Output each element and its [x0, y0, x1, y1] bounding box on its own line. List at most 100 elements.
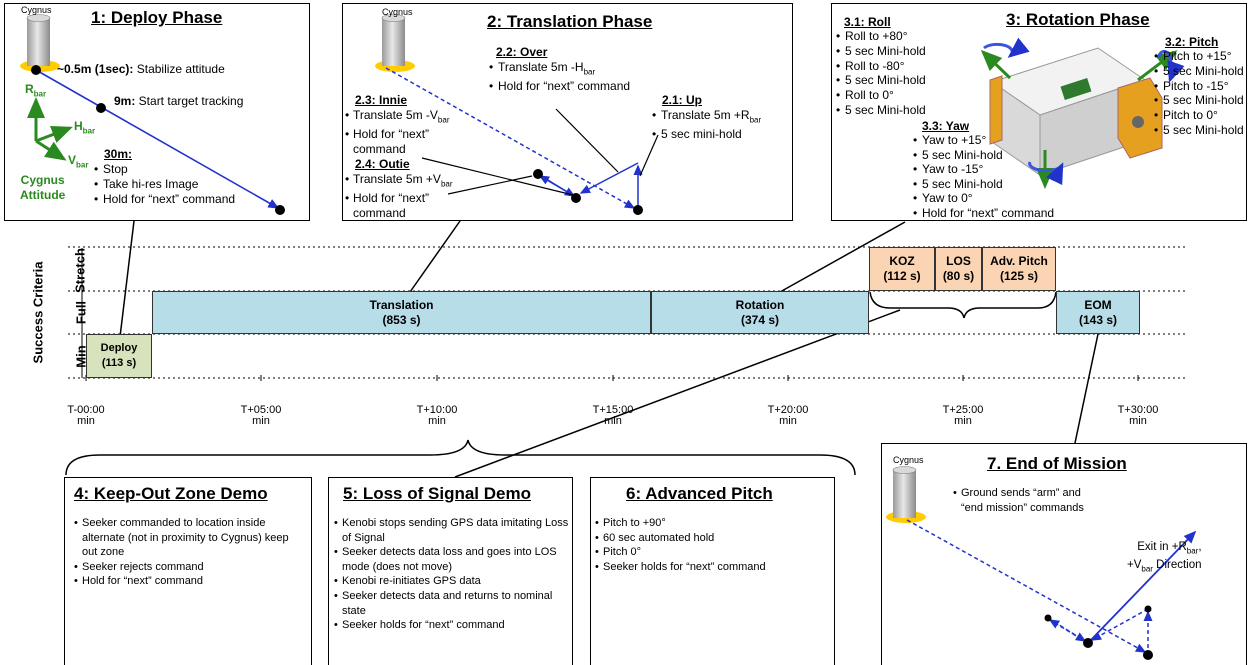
deploy-step-3-title: 30m:: [104, 147, 133, 161]
los-item: Seeker holds for “next” command: [334, 618, 569, 633]
timeline-ticks: [85, 375, 1139, 381]
bar-eom: EOM(143 s): [1056, 291, 1140, 334]
over-list: Translate 5m -Hbar Hold for “next” comma…: [489, 60, 630, 94]
roll-item: 5 sec Mini-hold: [836, 73, 926, 88]
deploy-item: Take hi-res Image: [94, 177, 235, 192]
adv-item: 60 sec automated hold: [595, 531, 830, 546]
deploy-step-3-list: Stop Take hi-res Image Hold for “next” c…: [94, 162, 235, 207]
vbar-label: Vbar: [68, 153, 89, 170]
yaw-item: 5 sec Mini-hold: [913, 177, 1054, 192]
roll-item: Roll to +80°: [836, 29, 926, 44]
bar-deploy: Deploy(113 s): [86, 334, 152, 378]
success-criteria-label: Success Criteria: [30, 261, 46, 364]
pitch-item: Pitch to +15°: [1154, 49, 1244, 64]
pitch-title: 3.2: Pitch: [1165, 35, 1219, 49]
bar-koz: KOZ(112 s): [869, 247, 935, 291]
eom-graphic: [886, 466, 1197, 660]
outie-item: Translate 5m +Vbar: [345, 172, 455, 191]
adv-item: Pitch to +90°: [595, 516, 830, 531]
end-of-mission-title: 7. End of Mission: [987, 454, 1127, 473]
rbar-label: Rbar: [25, 82, 47, 99]
yaw-item: 5 sec Mini-hold: [913, 148, 1054, 163]
yaw-item: Yaw to +15°: [913, 133, 1054, 148]
pitch-item: 5 sec Mini-hold: [1154, 64, 1244, 79]
pitch-item: Pitch to -15°: [1154, 79, 1244, 94]
translation-graphic: [375, 14, 659, 215]
roll-title: 3.1: Roll: [844, 15, 891, 29]
los-demo-title: 5: Loss of Signal Demo: [343, 484, 531, 503]
los-item: Kenobi re-initiates GPS data: [334, 574, 569, 589]
roll-item: Roll to 0°: [836, 88, 926, 103]
innie-list: Translate 5m -Vbar Hold for “next” comma…: [345, 108, 455, 157]
yaw-item: Yaw to 0°: [913, 191, 1054, 206]
koz-demo-list: Seeker commanded to location inside alte…: [74, 516, 302, 589]
row-label-stretch: Stretch: [72, 248, 88, 293]
koz-demo-title: 4: Keep-Out Zone Demo: [74, 484, 268, 503]
end-of-mission-list: Ground sends “arm” and “end mission” com…: [953, 486, 1103, 515]
koz-item: Seeker rejects command: [74, 560, 302, 575]
yaw-item: Hold for “next” command: [913, 206, 1054, 221]
eom-item: Ground sends “arm” and “end mission” com…: [953, 486, 1103, 515]
advanced-pitch-list: Pitch to +90° 60 sec automated hold Pitc…: [595, 516, 830, 574]
over-item: Translate 5m -Hbar: [489, 60, 630, 79]
translation-phase-panel: [342, 3, 793, 221]
outie-list: Translate 5m +Vbar Hold for “next” comma…: [345, 172, 455, 221]
deploy-phase-title: 1: Deploy Phase: [91, 8, 223, 27]
deploy-step-1: ~0.5m (1sec): Stabilize attitude: [57, 62, 225, 76]
los-item: Seeker detects data and returns to nomin…: [334, 589, 569, 618]
up-title: 2.1: Up: [662, 93, 703, 107]
yaw-title: 3.3: Yaw: [922, 119, 970, 133]
koz-item: Seeker commanded to location inside alte…: [74, 516, 302, 560]
up-item: 5 sec mini-hold: [652, 127, 761, 142]
outie-item: Hold for “next” command: [345, 191, 455, 221]
roll-list: Roll to +80° 5 sec Mini-hold Roll to -80…: [836, 29, 926, 118]
deploy-step-2: 9m: Start target tracking: [114, 94, 244, 108]
up-list: Translate 5m +Rbar 5 sec mini-hold: [652, 108, 761, 142]
pitch-item: 5 sec Mini-hold: [1154, 93, 1244, 108]
bar-translation: Translation(853 s): [152, 291, 651, 334]
deploy-graphic: [20, 14, 285, 215]
deploy-item: Hold for “next” command: [94, 192, 235, 207]
innie-item: Translate 5m -Vbar: [345, 108, 455, 127]
rotation-phase-title: 3: Rotation Phase: [1006, 10, 1150, 29]
over-title: 2.2: Over: [496, 45, 548, 59]
koz-item: Hold for “next” command: [74, 574, 302, 589]
up-item: Translate 5m +Rbar: [652, 108, 761, 127]
callout-lines: [119, 220, 1099, 478]
roll-item: 5 sec Mini-hold: [836, 103, 926, 118]
bar-rotation: Rotation(374 s): [651, 291, 869, 334]
over-item: Hold for “next” command: [489, 79, 630, 94]
stretch-brace: [869, 291, 1057, 319]
los-demo-list: Kenobi stops sending GPS data imitating …: [334, 516, 569, 633]
exit-direction-label: Exit in +Rbar,+Vbar Direction: [1127, 541, 1202, 574]
roll-item: 5 sec Mini-hold: [836, 44, 926, 59]
roll-item: Roll to -80°: [836, 59, 926, 74]
innie-item: Hold for “next” command: [345, 127, 455, 157]
deploy-phase-panel: [4, 3, 310, 221]
los-item: Kenobi stops sending GPS data imitating …: [334, 516, 569, 545]
row-label-full: Full: [73, 300, 89, 325]
end-of-mission-panel: [881, 443, 1247, 665]
yaw-item: Yaw to -15°: [913, 162, 1054, 177]
adv-item: Pitch 0°: [595, 545, 830, 560]
cygnus-label: Cygnus: [382, 7, 413, 17]
advanced-pitch-title: 6: Advanced Pitch: [626, 484, 773, 503]
demo-brace: [65, 439, 856, 476]
los-item: Seeker detects data loss and goes into L…: [334, 545, 569, 574]
cygnus-label: Cygnus: [21, 5, 52, 15]
outie-title: 2.4: Outie: [355, 157, 410, 171]
pitch-item: 5 sec Mini-hold: [1154, 123, 1244, 138]
bar-adv-pitch: Adv. Pitch(125 s): [982, 247, 1056, 291]
innie-title: 2.3: Innie: [355, 93, 408, 107]
deploy-item: Stop: [94, 162, 235, 177]
hbar-label: Hbar: [74, 119, 96, 136]
